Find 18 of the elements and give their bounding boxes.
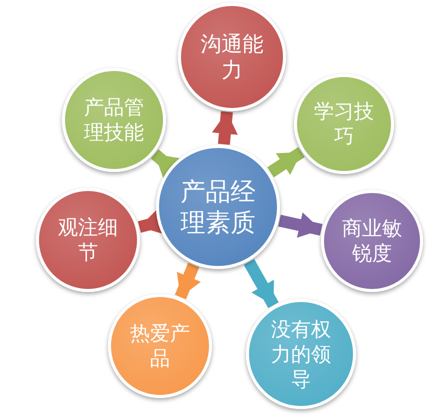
circle-label: 观注细节	[57, 215, 119, 265]
arrow	[138, 208, 164, 234]
circle	[156, 145, 280, 269]
circle-label: 热爱产品	[129, 321, 191, 371]
circle	[294, 74, 394, 174]
circle-label: 商业敏锐度	[341, 216, 403, 266]
arrow	[174, 262, 201, 300]
circle-label: 沟通能力	[200, 30, 264, 84]
arrow	[278, 212, 322, 238]
circle-label: 产品管理技能	[83, 95, 145, 145]
circle-label: 学习技巧	[313, 99, 375, 149]
arrow	[267, 147, 305, 178]
circle-label: 产品经理素质	[180, 176, 256, 238]
arrow	[244, 258, 279, 308]
arrow	[212, 111, 238, 145]
arrow	[150, 149, 180, 178]
circle	[321, 190, 423, 292]
circle-label: 没有权力的领导	[270, 316, 332, 392]
